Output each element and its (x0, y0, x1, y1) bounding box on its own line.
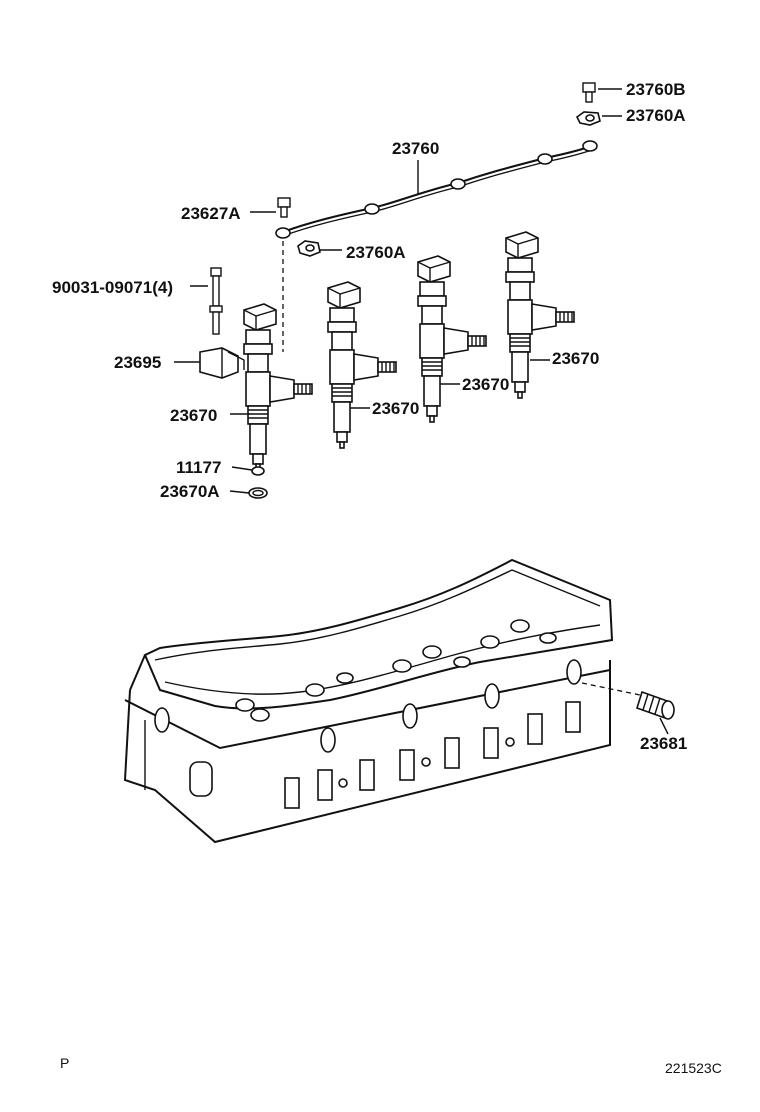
corner-mark: P (60, 1055, 69, 1071)
figure-code: 221523C (665, 1060, 722, 1076)
bolt-23627A[interactable] (277, 197, 291, 218)
washer-23760A-top[interactable] (575, 111, 601, 126)
label-23670-injector-1: 23670 (170, 406, 217, 425)
label-23695: 23695 (114, 353, 161, 372)
label-23760A-top: 23760A (626, 106, 686, 125)
washer-11177[interactable] (251, 466, 265, 476)
label-11177: 11177 (176, 458, 221, 477)
plug-23681[interactable] (636, 690, 675, 720)
gasket-23670A[interactable] (248, 487, 268, 499)
injector-1[interactable] (243, 303, 313, 471)
label-23627A: 23627A (181, 204, 241, 223)
injector-4[interactable] (505, 231, 575, 399)
label-23760A-mid: 23760A (346, 243, 406, 262)
leader-lines (174, 88, 669, 735)
label-23670-injector-4: 23670 (552, 349, 599, 368)
clamp-23695[interactable] (199, 347, 245, 379)
label-23681: 23681 (640, 734, 687, 753)
washer-23760A-mid[interactable] (297, 240, 321, 257)
label-23670-injector-3: 23670 (462, 375, 509, 394)
label-23760B: 23760B (626, 80, 686, 99)
bolt-90031-09071[interactable] (209, 267, 223, 335)
label-23760: 23760 (392, 139, 439, 158)
bolt-23760B[interactable] (582, 82, 596, 103)
leak-off-pipe[interactable] (275, 140, 598, 239)
cylinder-head (123, 558, 614, 844)
label-23670-injector-2: 23670 (372, 399, 419, 418)
label-23670A: 23670A (160, 482, 220, 501)
injector-2[interactable] (327, 281, 397, 449)
injector-3[interactable] (417, 255, 487, 423)
label-90031-09071: 90031-09071(4) (52, 278, 173, 297)
dashed-guide-plug (581, 682, 641, 696)
